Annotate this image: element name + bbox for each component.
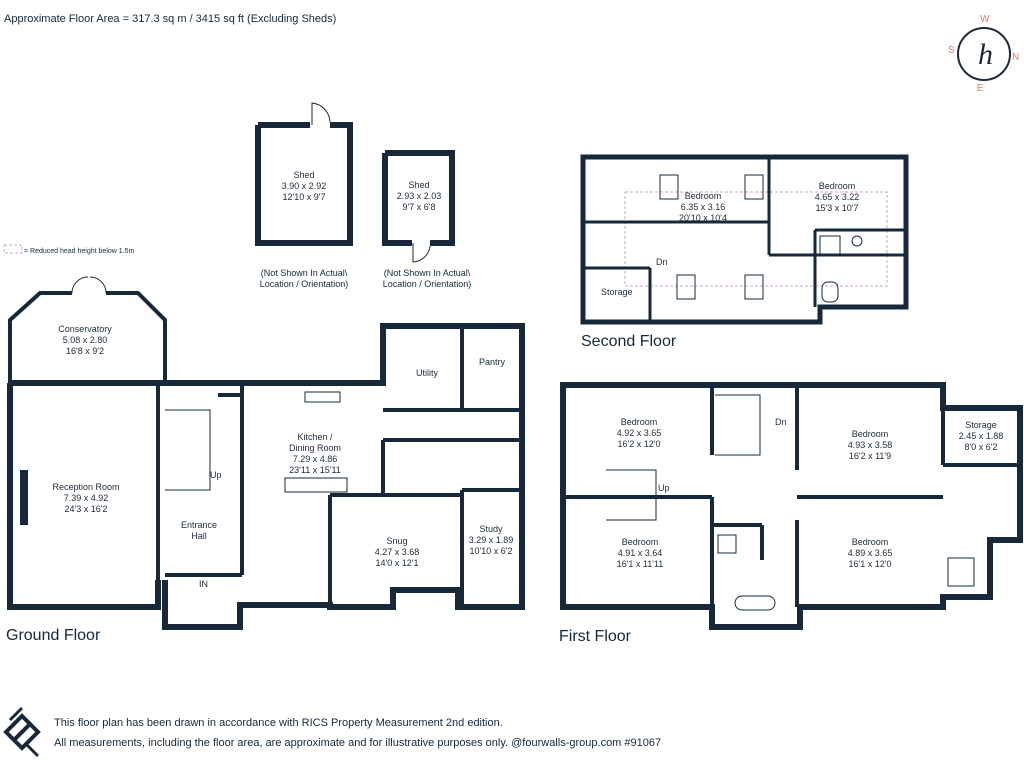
footer-line-1: This floor plan has been drawn in accord… [54,717,503,729]
kitchen-line2: Dining Room [289,443,341,453]
ground-floor-plan: Conservatory 5.08 x 2.80 16'8 x 9'2 Rece… [7,276,525,630]
utility-label: Utility [416,368,438,378]
first-storage-metric: 2.45 x 1.88 [959,431,1004,441]
first-bed2-imperial: 16'2 x 11'9 [849,451,891,461]
compass-west: W [980,14,990,25]
first-bed3-name: Bedroom [622,537,659,547]
entrance-hall-line2: Hall [191,531,207,541]
shed1-note-1: (Not Shown In Actual\ [261,268,348,278]
logo-letter: h [978,38,993,71]
second-storage-label: Storage [601,287,633,297]
shed1-metric: 3.90 x 2.92 [282,181,327,191]
floor-area-header: Approximate Floor Area = 317.3 sq m / 34… [4,13,336,25]
first-bed4-name: Bedroom [852,537,889,547]
second-bed1-imperial: 20'10 x 10'4 [679,213,727,223]
conservatory-metric: 5.08 x 2.80 [63,335,108,345]
study-metric: 3.29 x 1.89 [469,535,514,545]
reduced-height-swatch [3,244,23,254]
first-bed4-imperial: 16'1 x 12'0 [849,559,892,569]
second-bed2-metric: 4.65 x 3.22 [815,192,860,202]
footer-line-2: All measurements, including the floor ar… [54,737,661,749]
first-bed1-imperial: 16'2 x 12'0 [618,439,661,449]
first-bed2-metric: 4.93 x 3.58 [848,440,893,450]
study-name: Study [479,524,503,534]
shed1-note-2: Location / Orientation) [260,279,349,289]
kitchen-line1: Kitchen / [297,432,333,442]
second-bed1-name: Bedroom [685,191,722,201]
study-imperial: 10'10 x 6'2 [470,546,513,556]
legend-text: = Reduced head height below 1.5m [24,248,134,255]
first-up-label: Up [658,483,670,493]
first-bed3-imperial: 16'1 x 11'11 [617,559,664,569]
first-bed1-metric: 4.92 x 3.65 [617,428,662,438]
shed2-note-2: Location / Orientation) [383,279,472,289]
shed-1: Shed 3.90 x 2.92 12'10 x 9'7 [255,102,353,246]
first-storage-name: Storage [965,420,997,430]
snug-name: Snug [386,536,407,546]
pantry-label: Pantry [479,357,506,367]
shed-2: Shed 2.93 x 2.03 9'7 x 6'8 [382,150,455,263]
second-bed2-imperial: 15'3 x 10'7 [816,203,859,213]
conservatory-name: Conservatory [58,324,112,334]
first-bed1-name: Bedroom [621,417,658,427]
entrance-in-label: IN [199,579,208,589]
first-floor-title: First Floor [559,628,632,645]
compass: h W N S E [948,14,1019,94]
reception-metric: 7.39 x 4.92 [64,493,109,503]
compass-east: E [977,83,984,94]
snug-imperial: 14'0 x 12'1 [376,558,419,568]
kitchen-imperial: 23'11 x 15'11 [289,465,341,475]
first-bed4-metric: 4.89 x 3.65 [848,548,893,558]
kitchen-metric: 7.29 x 4.86 [293,454,338,464]
second-dn-label: Dn [656,257,668,267]
compass-south: S [948,45,955,56]
reception-name: Reception Room [52,482,119,492]
shed1-name: Shed [293,170,314,180]
shed2-imperial: 9'7 x 6'8 [403,202,436,212]
shed2-metric: 2.93 x 2.03 [397,191,442,201]
shed1-imperial: 12'10 x 9'7 [283,192,326,202]
compass-ring [957,27,1011,81]
first-floor-plan: Bedroom 4.92 x 3.65 16'2 x 12'0 Bedroom … [560,382,1023,630]
entrance-hall-line1: Entrance [181,520,217,530]
second-bed1-metric: 6.35 x 3.16 [681,202,726,212]
second-bed2-name: Bedroom [819,181,856,191]
conservatory-imperial: 16'8 x 9'2 [66,346,104,356]
shed2-note-1: (Not Shown In Actual\ [384,268,471,278]
second-floor-plan: Bedroom 6.35 x 3.16 20'10 x 10'4 Bedroom… [580,154,909,325]
ground-up-label: Up [210,470,222,480]
shed2-name: Shed [408,180,429,190]
first-bed3-metric: 4.91 x 3.64 [618,548,663,558]
ground-floor-title: Ground Floor [6,627,101,644]
reception-imperial: 24'3 x 16'2 [65,504,108,514]
first-dn-label: Dn [775,417,787,427]
second-floor-title: Second Floor [581,333,677,350]
first-bed2-name: Bedroom [852,429,889,439]
fourwalls-logo [3,706,41,758]
first-storage-imperial: 8'0 x 6'2 [965,442,998,452]
compass-north: N [1012,52,1019,63]
snug-metric: 4.27 x 3.68 [375,547,420,557]
